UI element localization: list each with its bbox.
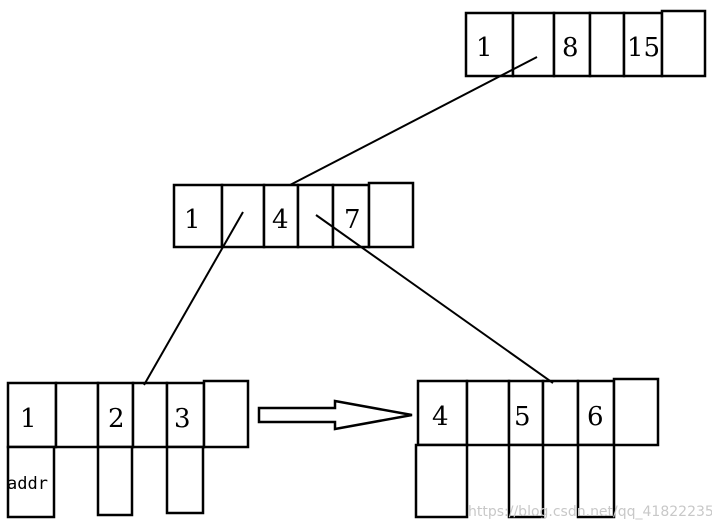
internal-key-cell-1 (172, 183, 224, 249)
internal-key-3: 7 (344, 205, 361, 235)
pointer-line-internal-to-leaf-left (143, 211, 244, 386)
root-key-1: 1 (476, 33, 493, 63)
leaf-right-key-1: 4 (432, 402, 449, 432)
root-key-cell-2 (552, 11, 592, 78)
pointer-line-internal-to-leaf-right (315, 214, 554, 384)
leaf-right-data-box-1 (414, 443, 469, 519)
root-key-3: 15 (627, 33, 660, 63)
leaf-right-pointer-cell-3 (612, 377, 660, 447)
leaf-left-key-2: 2 (108, 404, 125, 434)
leaf-right-key-3: 6 (587, 402, 604, 432)
leaf-right-pointer-cell-2 (541, 379, 580, 447)
internal-pointer-cell-3 (367, 181, 415, 249)
internal-pointer-cell-2 (296, 183, 335, 249)
leaf-right-key-2: 5 (514, 402, 531, 432)
leaf-left-data-box-2 (96, 445, 134, 517)
leaf-left-key-cell-2 (96, 381, 135, 449)
leaf-left-data-label: addr (7, 474, 48, 494)
leaf-left-key-1: 1 (20, 404, 37, 434)
leaf-right-data-box-3 (576, 443, 616, 519)
pointer-line-root-to-internal (289, 56, 538, 186)
internal-key-1: 1 (184, 205, 201, 235)
root-key-cell-1 (464, 11, 515, 78)
root-key-2: 8 (562, 33, 579, 63)
leaf-left-pointer-cell-2 (131, 381, 169, 449)
leaf-left-data-box-3 (165, 445, 205, 515)
leaf-node-left: 1 2 3 addr (6, 379, 250, 519)
root-pointer-cell-3 (660, 9, 707, 78)
internal-key-cell-2 (262, 183, 300, 249)
leaf-right-data-box-2 (507, 443, 545, 519)
watermark-text: https://blog.csdn.net/qq_41822235 (468, 504, 712, 520)
root-pointer-cell-2 (588, 11, 626, 78)
leaf-node-right: 4 5 6 (414, 377, 660, 519)
leaf-left-data-box-1 (6, 445, 56, 519)
root-node: 1 8 15 (464, 9, 707, 78)
internal-key-2: 4 (272, 205, 289, 235)
internal-node: 1 4 7 (172, 181, 415, 249)
leaf-left-pointer-cell-1 (54, 381, 100, 449)
leaf-left-pointer-cell-3 (202, 379, 250, 449)
leaf-sibling-arrow (257, 399, 413, 431)
leaf-left-key-3: 3 (174, 404, 191, 434)
internal-key-cell-3 (331, 183, 371, 249)
leaf-right-pointer-cell-1 (465, 379, 511, 447)
